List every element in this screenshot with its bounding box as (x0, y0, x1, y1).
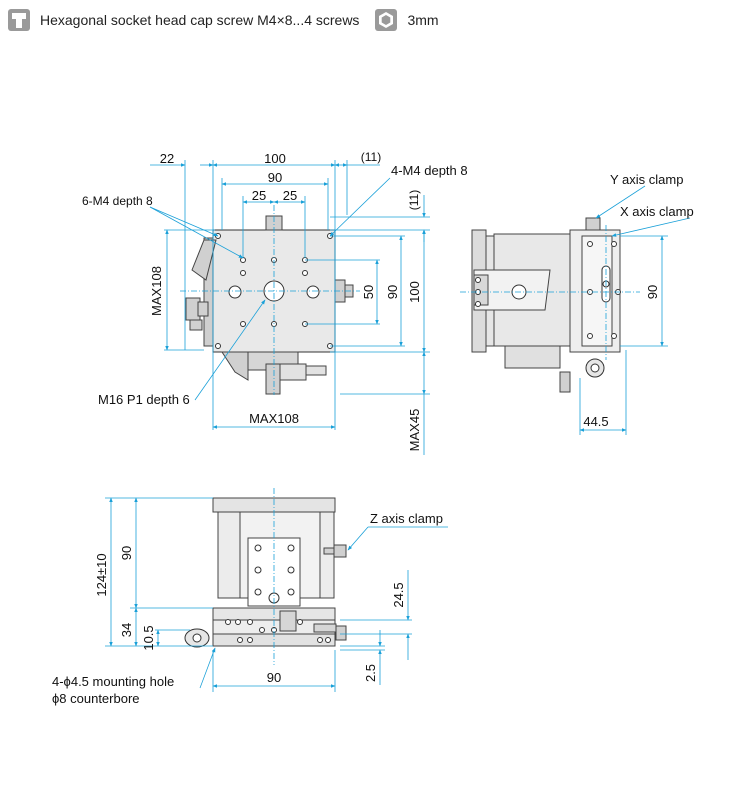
hex-socket-screw-icon (8, 9, 30, 31)
label-counterbore: ϕ8 counterbore (52, 691, 140, 706)
dim-124-pm-10: 124±10 (94, 553, 109, 596)
label-y-axis-clamp: Y axis clamp (610, 172, 683, 187)
dim-50: 50 (361, 285, 376, 299)
label-6-m4-depth-8: 6-M4 depth 8 (82, 194, 153, 208)
dim-90-horizontal-front: 90 (267, 670, 281, 685)
label-x-axis-clamp: X axis clamp (620, 204, 694, 219)
dim-100: 100 (264, 151, 286, 166)
hex-wrench-icon (375, 9, 398, 31)
label-4-m4-depth-8: 4-M4 depth 8 (391, 163, 468, 178)
dim-11-top: (11) (361, 150, 381, 164)
label-z-axis-clamp: Z axis clamp (370, 511, 443, 526)
top-view: 22 100 (11) 90 25 25 4-M4 depth 8 6-M4 d… (82, 150, 468, 455)
wrench-size-text: 3mm (407, 12, 439, 28)
dim-max45: MAX45 (407, 409, 422, 452)
dim-100-vertical: 100 (407, 281, 422, 303)
dim-10-5: 10.5 (141, 625, 156, 650)
screw-spec-text: Hexagonal socket head cap screw M4×8...4… (40, 12, 360, 28)
side-view: Y axis clamp X axis clamp 90 44.5 (460, 172, 694, 435)
dim-2-5: 2.5 (363, 664, 378, 682)
dim-90-vertical: 90 (385, 285, 400, 299)
dim-34: 34 (119, 623, 134, 637)
header-bar: Hexagonal socket head cap screw M4×8...4… (8, 8, 439, 32)
dim-44-5: 44.5 (583, 414, 608, 429)
dim-22: 22 (160, 151, 174, 166)
dim-90-side: 90 (645, 285, 660, 299)
dim-11-side: (11) (407, 190, 421, 210)
dim-max108-horizontal: MAX108 (249, 411, 299, 426)
dim-max108-vertical: MAX108 (149, 266, 164, 316)
dim-90: 90 (268, 170, 282, 185)
dim-24-5: 24.5 (391, 582, 406, 607)
dim-25-right: 25 (283, 188, 297, 203)
dim-90-vertical-front: 90 (119, 546, 134, 560)
label-m16-p1-depth-6: M16 P1 depth 6 (98, 392, 190, 407)
label-mounting-hole: 4-ϕ4.5 mounting hole (52, 674, 174, 689)
dim-25-left: 25 (252, 188, 266, 203)
front-view: 124±10 90 34 10.5 Z axis clamp 24.5 2.5 … (52, 488, 448, 706)
